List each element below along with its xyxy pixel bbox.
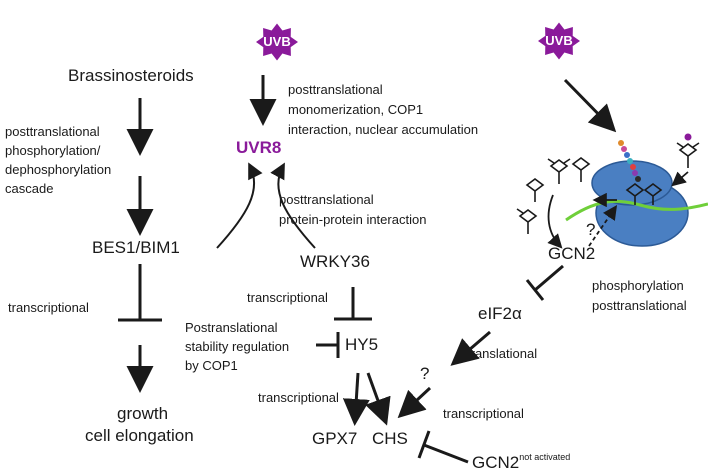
peptide-bead <box>684 133 692 141</box>
peptide-bead <box>630 164 636 170</box>
cop1-note: Postranslational stability regulation by… <box>185 320 290 373</box>
question-ribosome-label: ? <box>586 220 596 239</box>
transcriptional-wrky36-label: transcriptional <box>247 290 328 305</box>
not-activated-superscript: not activated <box>519 452 571 462</box>
peptide-bead <box>632 170 638 176</box>
transcriptional-right-label: transcriptional <box>443 406 524 421</box>
arrow-eif2a-question <box>450 330 491 366</box>
phosphorylation-note: phosphorylation posttranslational <box>592 278 687 313</box>
translational-label: translational <box>467 346 538 361</box>
peptide-bead <box>618 140 624 146</box>
uvb-star-left <box>256 23 298 61</box>
mrna-strand <box>565 199 708 222</box>
arrow-trna-enter <box>671 171 689 187</box>
trna-icon <box>516 142 700 234</box>
arrow-hy5-chs <box>365 372 391 426</box>
arrow-uvb-ribosome <box>563 78 617 133</box>
peptide-bead <box>621 146 627 152</box>
uvr8-label: UVR8 <box>236 138 282 157</box>
brassinosteroids-label: Brassinosteroids <box>68 66 194 85</box>
uvb-label-left: UVB <box>263 34 291 49</box>
inhibit-gcn2-chs-stem <box>423 443 469 464</box>
uvb-label-right: UVB <box>545 33 573 48</box>
inhibit-gcn2-bar <box>525 279 545 301</box>
gcn2-not-activated-label: GCN2not activated <box>472 452 571 472</box>
wrky36-label: WRKY36 <box>300 252 370 271</box>
growth-label: growth <box>117 404 169 423</box>
arrow-hy5-gpx7 <box>342 372 370 426</box>
uvb-star-right <box>538 22 580 60</box>
chs-label: CHS <box>372 429 408 448</box>
question-mid-label: ? <box>420 364 430 383</box>
arrow-cross-bes1-uvr8 <box>216 162 263 249</box>
arrow-cross-wrky36-uvr8 <box>270 162 316 249</box>
transcriptional-left-label: transcriptional <box>8 300 89 315</box>
eif2a-label: eIF2α <box>478 304 522 323</box>
arrow-ribosome-gcn2-dashed <box>588 205 618 247</box>
transcriptional-hy5-label: transcriptional <box>258 390 339 405</box>
inhibit-gcn2-chs-bar <box>417 430 431 459</box>
gpx7-label: GPX7 <box>312 429 358 448</box>
peptide-bead <box>627 158 633 164</box>
ppi-note: posttranslational protein-protein intera… <box>279 192 427 227</box>
arrow-question-chs <box>397 386 432 419</box>
cascade-note: posttranslational phosphorylation/ depho… <box>5 124 112 196</box>
hy5-label: HY5 <box>345 335 379 354</box>
gcn2-label: GCN2 <box>548 244 596 263</box>
inhibit-gcn2-stem <box>534 264 564 292</box>
arrow-trna-to-gcn2 <box>547 194 563 249</box>
monomerization-note: posttranslational monomerization, COP1 i… <box>288 82 479 137</box>
bes1-bim1-label: BES1/BIM1 <box>92 238 180 257</box>
cell-elongation-label: cell elongation <box>85 426 194 445</box>
peptide-bead <box>635 176 641 182</box>
peptide-bead <box>624 152 630 158</box>
